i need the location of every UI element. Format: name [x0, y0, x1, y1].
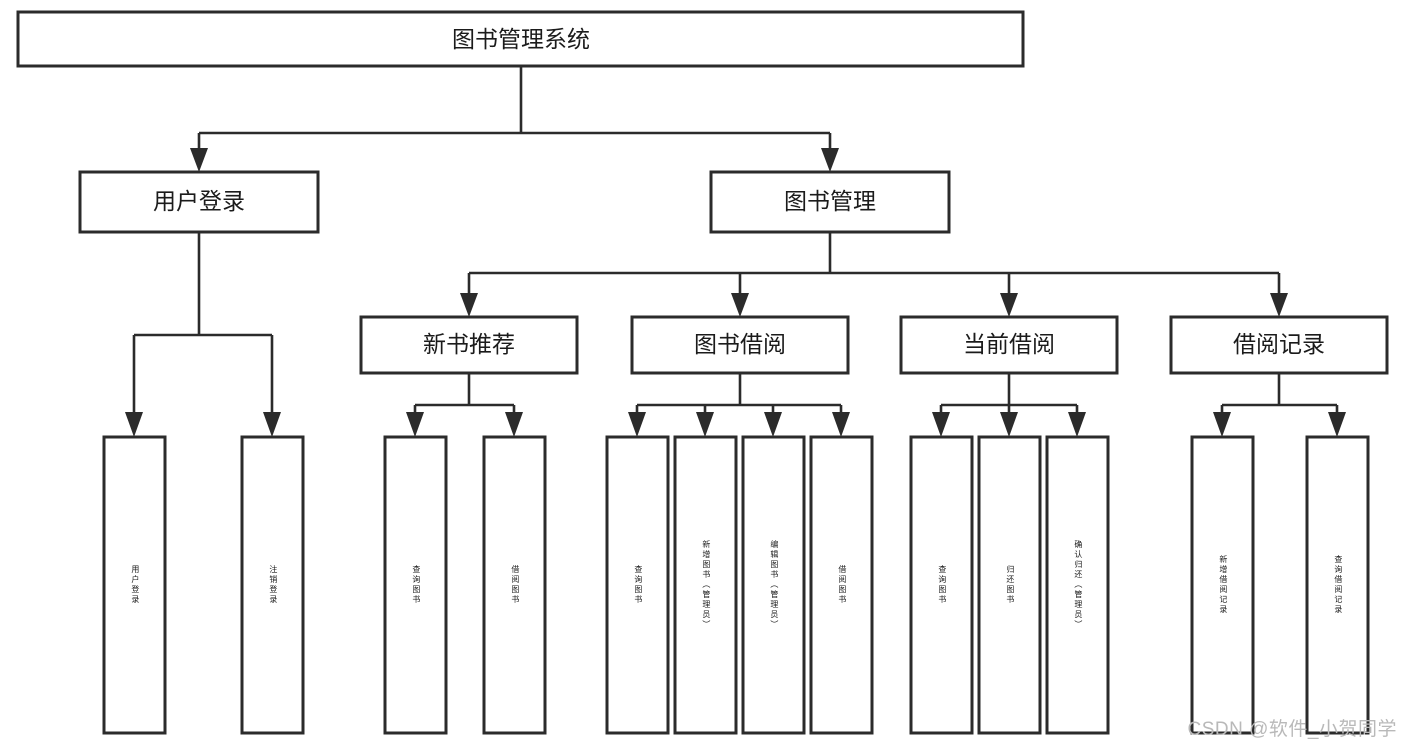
node-book-management[interactable]: 图书管理 [709, 170, 951, 234]
connector-new-book-to-leaves [406, 373, 523, 437]
leaf-box-user-login-1[interactable] [102, 435, 167, 735]
leaf-box-new-book-2[interactable] [482, 435, 547, 735]
leaf-box-borrow-record-2[interactable] [1305, 435, 1370, 735]
leaf-box-book-borrow-2[interactable] [673, 435, 738, 735]
node-borrow-record[interactable]: 借阅记录 [1169, 315, 1389, 375]
node-root-label: 图书管理系统 [452, 26, 590, 52]
node-borrow-record-label: 借阅记录 [1233, 331, 1325, 357]
leaf-box-user-login-2[interactable] [240, 435, 305, 735]
connector-book-mgmt-to-level3 [460, 232, 1288, 317]
node-root-system[interactable]: 图书管理系统 [16, 10, 1025, 68]
node-current-borrow[interactable]: 当前借阅 [899, 315, 1119, 375]
leaf-box-current-borrow-3[interactable] [1045, 435, 1110, 735]
leaf-box-book-borrow-1[interactable] [605, 435, 670, 735]
connector-user-login-to-leaves [125, 232, 281, 437]
node-book-management-label: 图书管理 [784, 188, 876, 214]
node-current-borrow-label: 当前借阅 [963, 331, 1055, 357]
connector-borrow-record-to-leaves [1213, 373, 1346, 437]
node-new-book-recommend-label: 新书推荐 [423, 331, 515, 357]
leaf-box-borrow-record-1[interactable] [1190, 435, 1255, 735]
leaf-box-current-borrow-2[interactable] [977, 435, 1042, 735]
watermark-text: CSDN @软件_小贺同学 [1187, 719, 1397, 740]
node-user-login[interactable]: 用户登录 [78, 170, 320, 234]
leaf-box-book-borrow-4[interactable] [809, 435, 874, 735]
leaf-box-current-borrow-1[interactable] [909, 435, 974, 735]
connector-current-borrow-to-leaves [932, 373, 1086, 437]
connector-root-to-level2 [190, 66, 839, 172]
node-book-borrow-label: 图书借阅 [694, 331, 786, 357]
node-user-login-label: 用户登录 [153, 188, 245, 214]
node-book-borrow[interactable]: 图书借阅 [630, 315, 850, 375]
leaf-box-book-borrow-3[interactable] [741, 435, 806, 735]
node-new-book-recommend[interactable]: 新书推荐 [359, 315, 579, 375]
connector-book-borrow-to-leaves [628, 373, 850, 437]
leaf-box-new-book-1[interactable] [383, 435, 448, 735]
